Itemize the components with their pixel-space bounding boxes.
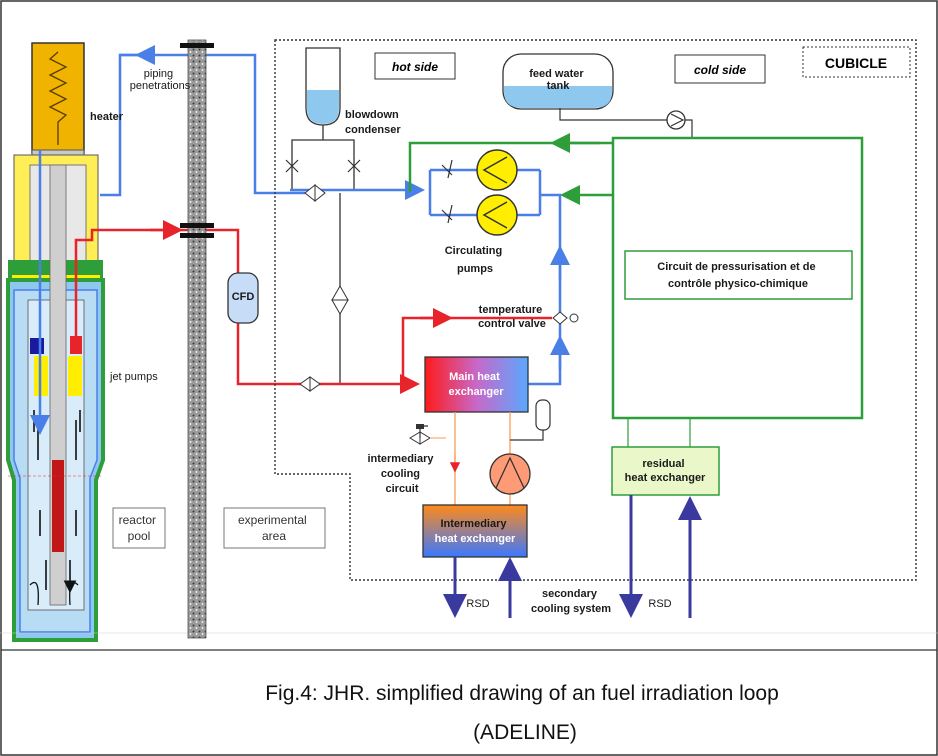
secondary-cooling-system-label: secondary cooling system: [531, 588, 611, 615]
cubicle-label: CUBICLE: [825, 55, 887, 71]
blowdown-condenser: [285, 47, 361, 190]
intermediary-heat-exchanger-label: Intermediary heat exchanger: [435, 518, 516, 545]
rsd-right-label: RSD: [648, 598, 671, 610]
blue-penetration-pipe: [100, 53, 305, 197]
temperature-control-valve-label: temperature control valve: [478, 304, 546, 330]
expansion-tank: [535, 399, 551, 431]
intermediary-valve-icon: [409, 424, 446, 445]
concrete-wall: [187, 39, 207, 639]
jet-pumps-label: jet pumps: [109, 371, 158, 383]
pressurisation-circuit-label: Circuit de pressurisation et de contrôle…: [657, 261, 818, 290]
rsd-left-label: RSD: [466, 598, 489, 610]
cold-side-label: cold side: [694, 63, 746, 77]
reactor-pool-label: reactor pool: [119, 513, 160, 543]
feed-water-tank-label: feed water tank: [529, 68, 586, 92]
hot-side-label: hot side: [392, 60, 438, 74]
circulating-pumps-label: Circulating pumps: [445, 245, 506, 275]
piping-penetrations-label: piping penetrations: [130, 68, 191, 92]
temperature-control-valve-icon: [552, 311, 579, 325]
caption-line-1: Fig.4: JHR. simplified drawing of an fue…: [265, 682, 779, 705]
residual-heat-exchanger-label: residual heat exchanger: [625, 458, 706, 484]
intermediary-cooling-circuit-label: intermediary cooling circuit: [367, 453, 436, 495]
heater-label: heater: [90, 111, 124, 123]
caption-line-2: (ADELINE): [473, 721, 577, 744]
residual-heat-exchanger: [611, 446, 720, 496]
red-pipe-inlet: [74, 228, 305, 386]
intermediary-pump-icon: [489, 453, 531, 495]
blowdown-condenser-label: blowdown condenser: [345, 109, 402, 136]
cubicle-boundary: [274, 39, 917, 581]
experimental-area-label: experimental area: [238, 513, 310, 543]
heater-coil: [48, 51, 68, 145]
intermediary-heat-exchanger: [422, 504, 528, 558]
main-heat-exchanger-label: Main heat exchanger: [448, 371, 504, 398]
circulating-pump-2: [476, 194, 518, 236]
circulating-pump-1: [476, 149, 518, 191]
cfd-box: [227, 272, 259, 324]
cfd-label: CFD: [232, 291, 255, 303]
main-heat-exchanger: [424, 356, 529, 413]
reactor-device: [0, 42, 938, 642]
